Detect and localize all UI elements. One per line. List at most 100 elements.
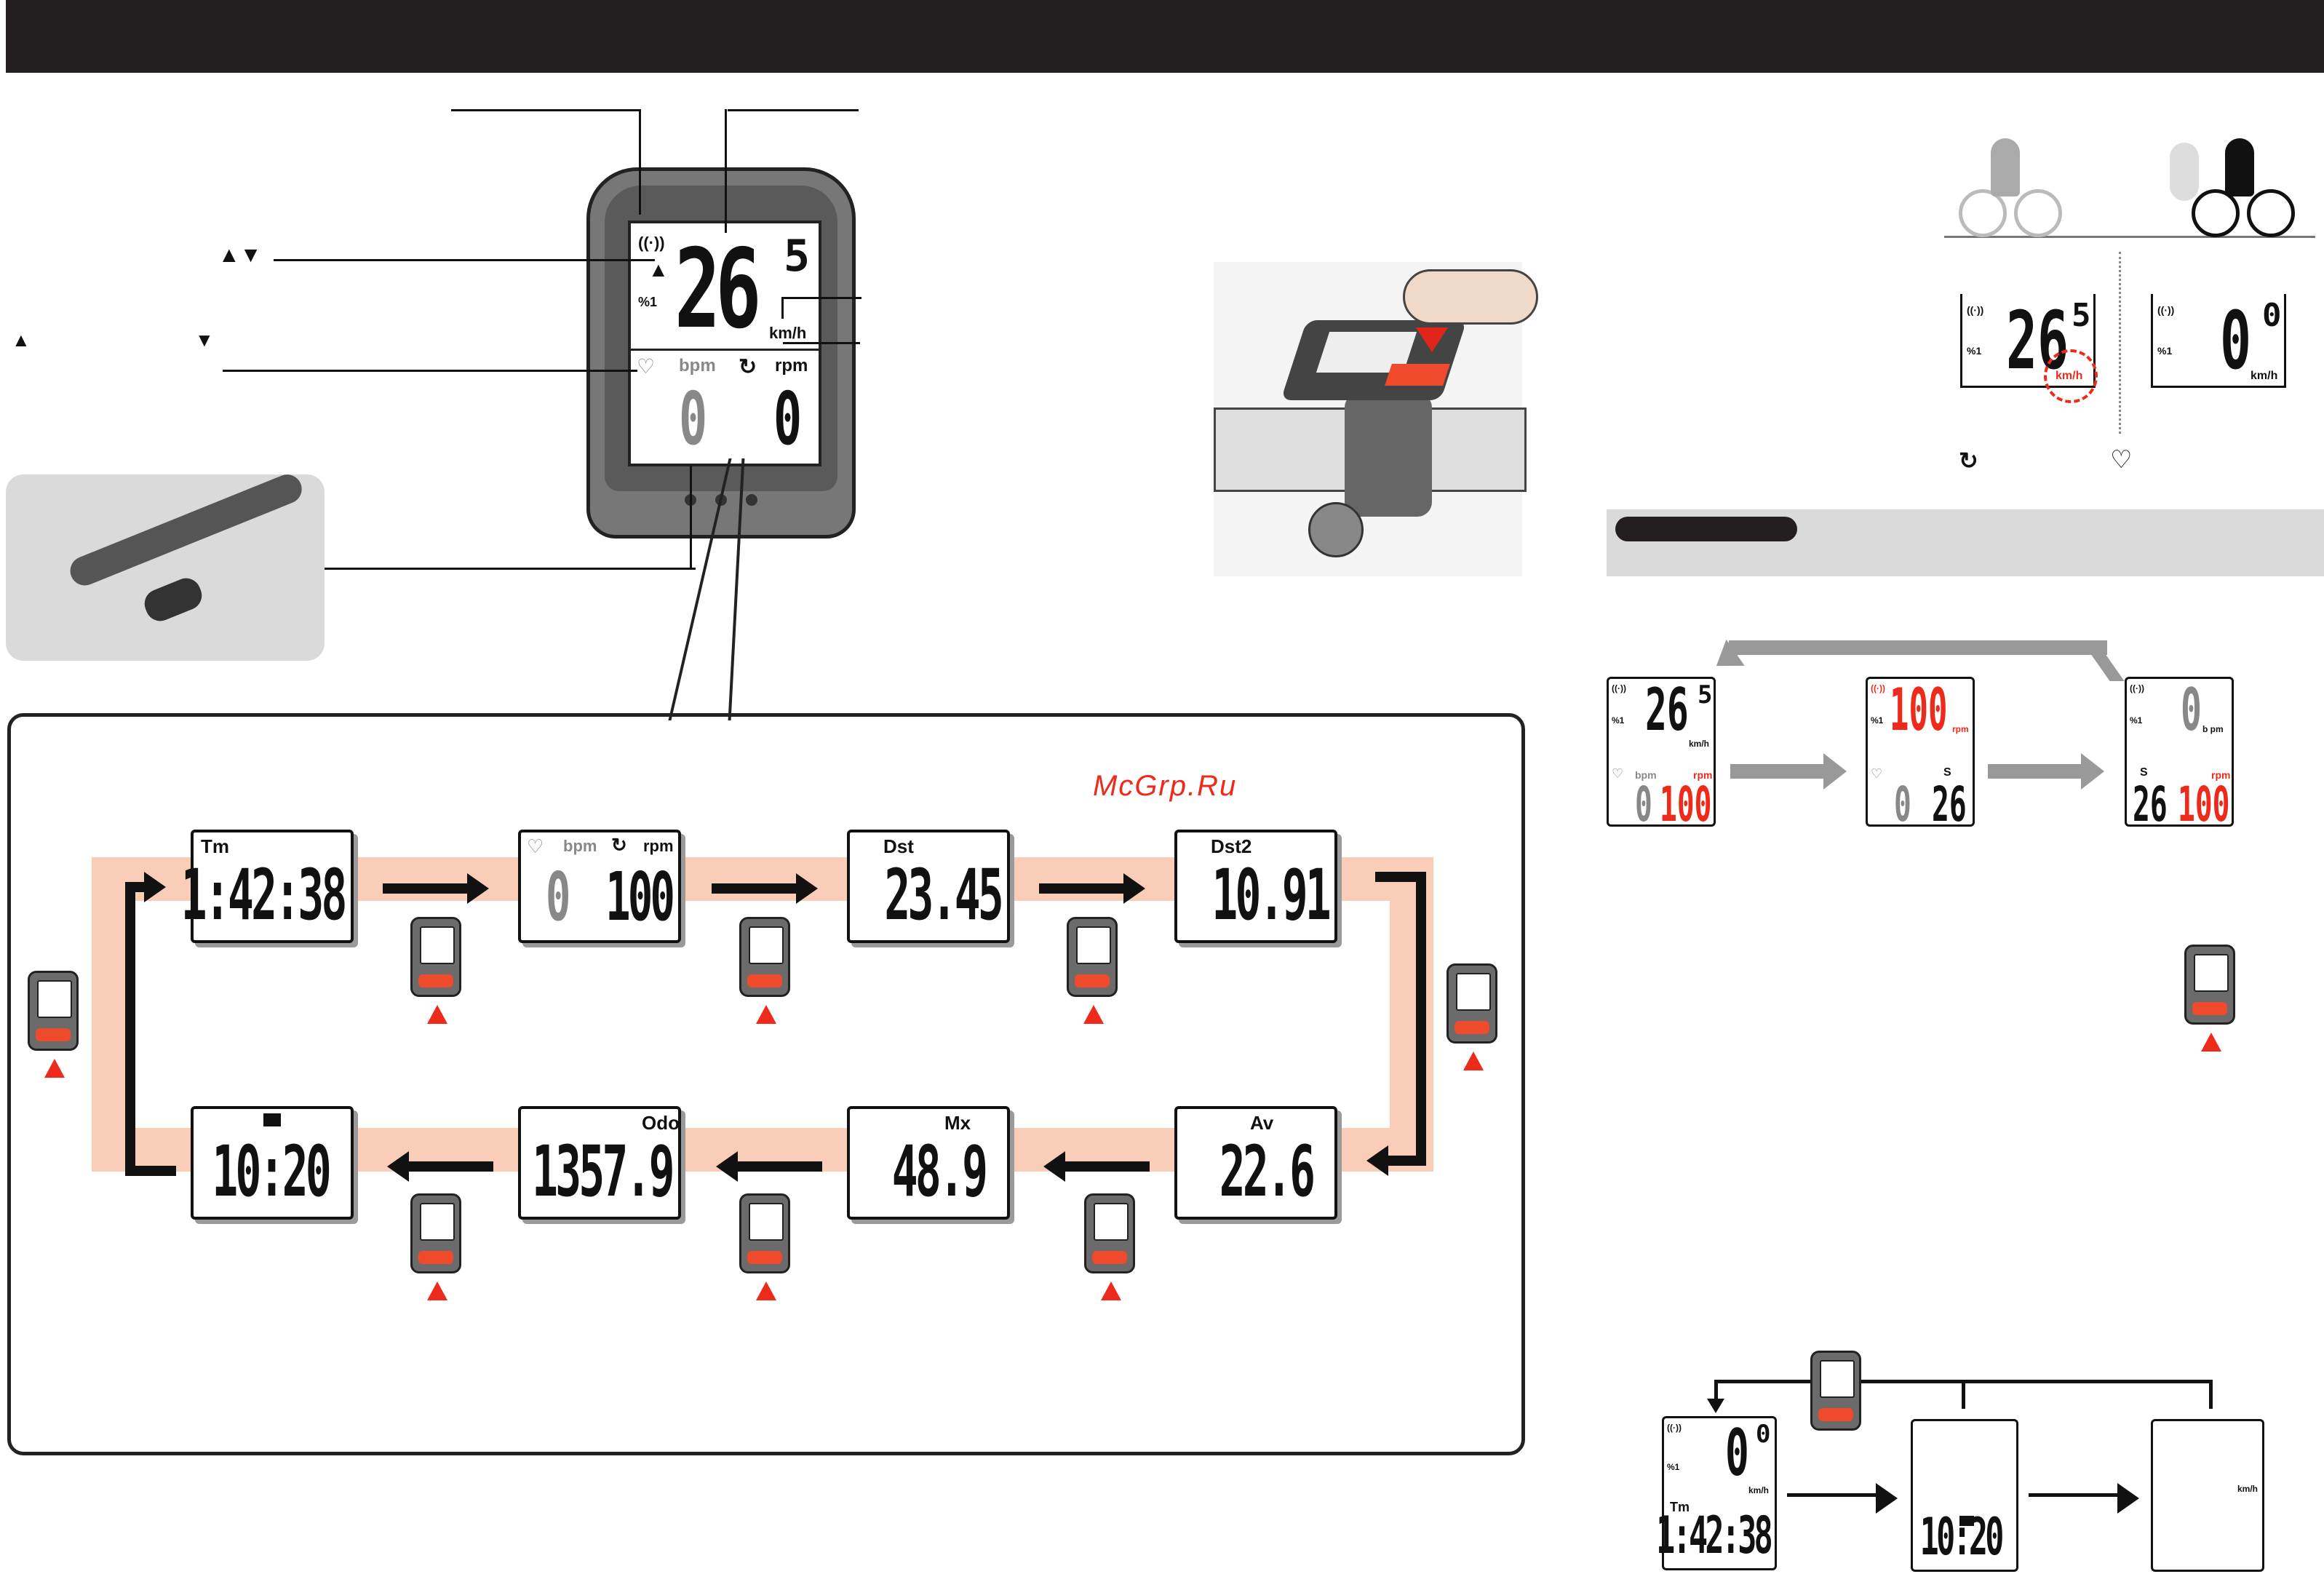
lcd-label: Dst2 (1211, 835, 1252, 857)
press-button-icon (410, 917, 461, 1024)
pace-arrow-icon: ▲ (648, 258, 669, 281)
arrow-right (2029, 1483, 2139, 1514)
loop-line-left-bottom (125, 1166, 176, 1176)
loop-line-left (125, 882, 135, 1176)
arrow-right (1787, 1483, 1898, 1514)
rpm-value: 0 (773, 376, 803, 461)
rpm-label: rpm (2211, 769, 2231, 781)
heart-icon: ♡ (527, 835, 544, 857)
press-button-icon (1810, 1351, 1861, 1431)
press-button-icon (1446, 963, 1497, 1070)
lcd-tm: Tm 1:42:38 (181, 830, 354, 943)
wheel (2247, 189, 2295, 237)
bpm-value: 0 (1635, 776, 1652, 832)
lcd-dst: Dst 23.45 (847, 830, 1010, 943)
rpm-label: rpm (775, 356, 808, 375)
callout-line (690, 466, 692, 569)
lcd-mx: Mx 48.9 (847, 1106, 1010, 1220)
lcd-value: 1357.9 (532, 1131, 674, 1212)
callout-line (274, 259, 655, 261)
speed-value: 26 (2133, 776, 2168, 832)
lcd-value: 48.9 (891, 1131, 988, 1212)
rpm-label: rpm (1693, 769, 1713, 781)
bracket-mount (1345, 393, 1432, 517)
callout-line (728, 109, 859, 111)
speed-value: 26 (1932, 776, 1967, 832)
rpm-value: 100 (2178, 776, 2230, 832)
sensor-icon: %1 (1871, 715, 1884, 726)
wheel (1959, 189, 2007, 237)
speed-label: S (1943, 766, 1951, 779)
lcd-label: bpm (563, 837, 597, 855)
loop-line-right (1416, 872, 1426, 1166)
flow-screen-2: ((·)) %1 100 rpm ♡ S 0 26 (1866, 676, 1975, 832)
bracket-illustration (1214, 262, 1538, 576)
sensor-icon: %1 (638, 295, 658, 309)
rpm-value: 100 (1660, 776, 1712, 832)
signal-icon: ((·)) (1871, 683, 1885, 693)
callout-line (725, 109, 727, 233)
divider-line (631, 349, 819, 351)
sensor-icon: %1 (2130, 715, 2143, 726)
speed-unit: km/h (1689, 739, 1710, 749)
speed-decimal: 0 (1756, 1420, 1771, 1449)
bpm-label: bpm (1635, 769, 1657, 781)
sensor-icon: %1 (1667, 1462, 1680, 1472)
sensor-icon: %1 (1967, 345, 1982, 357)
heart-strap-image (65, 470, 306, 590)
clock-icon (263, 1113, 281, 1126)
lcd-av: Av 22.6 (1174, 1106, 1337, 1220)
callout-line (310, 568, 696, 570)
speed-value: 0 (2220, 294, 2252, 387)
down-arrow-label: ▼ (195, 329, 214, 351)
arrow-right (712, 873, 818, 904)
speed-label: S (2140, 766, 2148, 779)
flow-screen-1: ((·)) %1 26 5 km/h ♡ bpm rpm 0 100 (1607, 676, 1716, 832)
lcd-label: Odo (642, 1112, 680, 1134)
speed-unit: km/h (2251, 370, 2278, 382)
heart-icon: ♡ (637, 355, 656, 378)
heart-icon: ♡ (1871, 766, 1883, 781)
callout-line (781, 297, 861, 299)
arrow-left (716, 1151, 822, 1182)
signal-icon: ((·)) (1612, 683, 1626, 693)
ground-line (1944, 236, 2315, 238)
lcd-value: 23.45 (884, 854, 1003, 936)
main-device: ((·)) ▲ %1 26 5 km/h ♡ bpm ↻ rpm 0 0 (586, 167, 856, 538)
rpm-unit: rpm (1952, 724, 1969, 734)
cadence-icon: ↻ (1959, 448, 1978, 474)
flow-return-line (1729, 640, 2107, 655)
press-button-icon (739, 917, 790, 1024)
clock-icon (1959, 1516, 1974, 1526)
rider (2225, 138, 2254, 196)
lcd-label: Tm (201, 835, 229, 857)
adjust-knob (1308, 502, 1364, 557)
tm-label: Tm (1670, 1500, 1690, 1514)
rt-screen-2: ((·)) %1 0 0 km/h (2151, 294, 2286, 388)
cyclist-stopped (1959, 138, 2062, 237)
lcd-value: 10.91 (1211, 854, 1331, 936)
callout-line (639, 109, 641, 215)
bottom-screen-2: 10:20 (1911, 1419, 2018, 1572)
speed-decimal: 0 (2262, 297, 2282, 334)
arrow-left (1043, 1151, 1150, 1182)
mini-device-button (1385, 364, 1450, 386)
arrows-label: ▲▼ (218, 243, 262, 267)
lcd-label: Av (1250, 1112, 1274, 1134)
loop-arrow-left-top (125, 872, 166, 902)
speed-unit: km/h (769, 324, 807, 342)
bpm-value-big: 0 (2181, 676, 2202, 744)
flow-screen-3: ((·)) %1 0 b pm S rpm 26 100 (2125, 676, 2234, 832)
press-button-icon (410, 1193, 461, 1300)
up-arrow-label: ▲ (12, 329, 31, 351)
press-button-icon (28, 971, 79, 1078)
speed-unit: km/h (2237, 1484, 2259, 1494)
wheel (2014, 189, 2062, 237)
ghost-rider (2170, 143, 2199, 201)
speed-value: 26 (674, 226, 761, 353)
strap-sensor (140, 573, 207, 626)
press-button-icon (1067, 917, 1118, 1024)
branch-arrowhead (1707, 1399, 1724, 1413)
lcd-odo: Odo 1357.9 (518, 1106, 681, 1220)
bottom-screen-3: km/h (2151, 1419, 2264, 1572)
